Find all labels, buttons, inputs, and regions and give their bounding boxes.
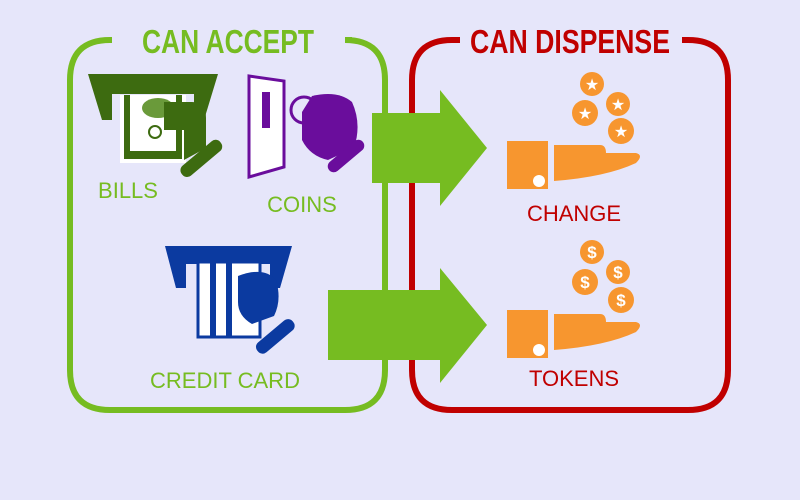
svg-text:★: ★: [585, 75, 599, 94]
svg-text:★: ★: [614, 122, 628, 141]
credit-card-insert-icon: [165, 246, 295, 354]
arrow-top: [372, 90, 487, 206]
credit-card-label: CREDIT CARD: [150, 368, 300, 393]
tokens-label: TOKENS: [529, 366, 619, 391]
hand-star-coins-icon: ★ ★ ★ ★: [507, 72, 640, 189]
arrow-bottom: [328, 268, 487, 383]
svg-text:★: ★: [611, 95, 625, 114]
dollar-symbol: $: [613, 263, 623, 282]
hand-dollar-coins-icon: $ $ $ $: [507, 240, 640, 358]
change-label: CHANGE: [527, 201, 621, 226]
dollar-symbol: $: [587, 243, 597, 262]
coin-insert-icon: [247, 74, 365, 179]
svg-text:★: ★: [578, 104, 592, 123]
dispense-box: [409, 37, 731, 413]
bills-label: BILLS: [98, 178, 158, 203]
coins-label: COINS: [267, 192, 337, 217]
dollar-symbol: $: [580, 273, 590, 292]
accept-box: [67, 37, 388, 413]
dispense-title: CAN DISPENSE: [470, 23, 670, 60]
accept-title: CAN ACCEPT: [142, 23, 314, 60]
bill-insert-icon: [88, 74, 223, 177]
dollar-symbol: $: [616, 291, 626, 310]
